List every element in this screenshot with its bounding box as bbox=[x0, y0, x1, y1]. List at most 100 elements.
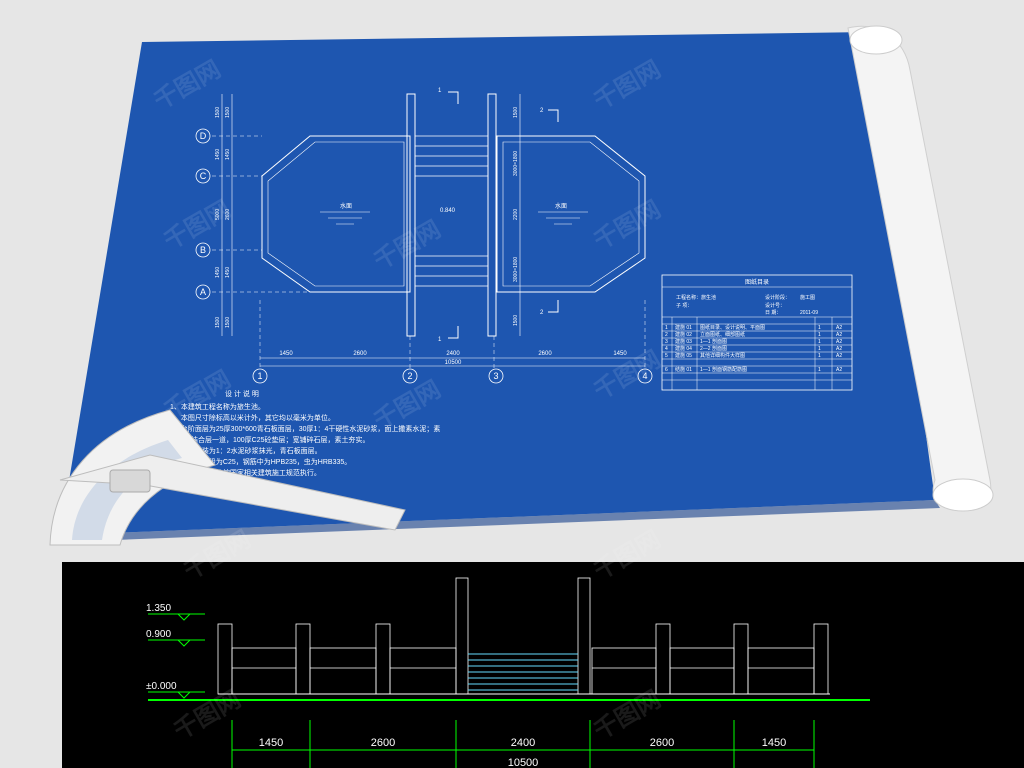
catalog-cell-name: 1—1 剖面钢筋配筋图 bbox=[700, 366, 747, 373]
cad-background bbox=[62, 562, 1024, 768]
plan-texts: 水面 水面 0.840 1 2 1 2 bbox=[340, 88, 567, 343]
stairs bbox=[468, 653, 578, 691]
cad-panel: 1.350 0.900 ±0.000 bbox=[62, 562, 1024, 768]
catalog-cell-code: 结施 01 bbox=[675, 366, 692, 373]
elev-dim: 2600 bbox=[371, 737, 395, 749]
left-dim: 2600 bbox=[225, 209, 231, 220]
bottom-dim: 1450 bbox=[279, 351, 293, 357]
notes-line: 水泥浆结合层一道，100厚C25砼垫层；宽铺碎石层，素土夯实。 bbox=[170, 435, 370, 444]
level-1350: 1.350 bbox=[146, 603, 171, 614]
catalog-cell-count: 1 bbox=[818, 346, 821, 352]
section-mark-label-4: 2 bbox=[540, 310, 544, 316]
catalog-project: 工程名称：旅生池 bbox=[676, 294, 716, 301]
catalog-cell-code: 建施 03 bbox=[675, 338, 692, 345]
grid-label-4: 4 bbox=[642, 371, 647, 381]
catalog-cell-no: 6 bbox=[665, 367, 668, 373]
left-dim: 1500 bbox=[225, 317, 231, 328]
blueprint-shadow bbox=[60, 500, 940, 542]
paper-roll bbox=[847, 25, 994, 512]
catalog-stage-label: 设计阶段： bbox=[765, 294, 790, 301]
catalog-cell-size: A2 bbox=[836, 346, 842, 352]
grid-lines bbox=[212, 135, 646, 370]
right-dim: 1500 bbox=[513, 315, 519, 326]
section-mark-label-2: 2 bbox=[540, 108, 544, 114]
catalog-date-label: 日 期： bbox=[765, 310, 781, 316]
bridge-rail-left bbox=[406, 93, 416, 337]
catalog-date-value: 2011-09 bbox=[800, 310, 818, 316]
left-dim: 5000 bbox=[215, 209, 221, 220]
catalog-cell-no: 3 bbox=[665, 339, 668, 345]
left-dim: 1500 bbox=[225, 107, 231, 118]
right-dim: 3000=1800 bbox=[513, 151, 519, 176]
catalog-cell-code: 建施 02 bbox=[675, 331, 692, 338]
catalog-cell-code: 建施 01 bbox=[675, 324, 692, 331]
grid-label-a: A bbox=[200, 287, 206, 297]
catalog-cell-count: 1 bbox=[818, 332, 821, 338]
plan-drawing bbox=[212, 91, 646, 370]
catalog-title: 图纸目录 bbox=[745, 278, 769, 286]
grid-row-bubbles bbox=[195, 128, 211, 300]
elev-total: 10500 bbox=[508, 757, 539, 768]
grid-label-1: 1 bbox=[257, 371, 262, 381]
catalog-cell-name: 1—1 剖面图 bbox=[700, 338, 727, 345]
elev-dim: 2400 bbox=[511, 737, 535, 749]
catalog-cell-code: 建施 05 bbox=[675, 352, 692, 359]
section-mark-label-1: 1 bbox=[438, 88, 442, 94]
grid-label-d: D bbox=[200, 131, 207, 141]
railing-left bbox=[217, 623, 457, 695]
grid-row-labels: D C B A bbox=[200, 131, 207, 297]
notes-line: 2、本图尺寸除标高以米计外，其它均以毫米为单位。 bbox=[170, 413, 335, 422]
notes-line: 3、台阶面层为25厚300*600青石板面层，30厚1：4干硬性水泥砂浆，面上撒… bbox=[170, 424, 440, 433]
section-mark-2-top bbox=[548, 109, 559, 122]
bridge-steps bbox=[415, 135, 488, 287]
catalog-cell-size: A2 bbox=[836, 325, 842, 331]
notes-line: 5、砼强度等级为C25，钢筋中为HPB235，虫为HRB335。 bbox=[170, 457, 351, 466]
left-dim: 1500 bbox=[215, 317, 221, 328]
catalog-stage-value: 施工图 bbox=[800, 294, 815, 301]
catalog-cell-size: A2 bbox=[836, 339, 842, 345]
bottom-dim: 1450 bbox=[613, 351, 627, 357]
catalog-cell-size: A2 bbox=[836, 332, 842, 338]
catalog-cell-name: 其他详细构件大样图 bbox=[700, 352, 745, 359]
drawing-catalog: 图纸目录 工程名称：旅生池 子 项： 设计阶段： 施工图 设计号： 日 期： 2… bbox=[661, 274, 853, 391]
water-label-left: 水面 bbox=[340, 202, 352, 210]
grid-label-3: 3 bbox=[493, 371, 498, 381]
notes-title: 设 计 说 明 bbox=[225, 389, 259, 398]
bottom-dim: 2600 bbox=[353, 351, 367, 357]
bridge-rail-right bbox=[487, 93, 497, 337]
catalog-no-label: 设计号： bbox=[765, 302, 785, 309]
catalog-cell-no: 2 bbox=[665, 332, 668, 338]
pond-right-outline bbox=[496, 135, 646, 293]
catalog-frame bbox=[661, 274, 853, 391]
protractor bbox=[49, 409, 406, 546]
elev-dim: 1450 bbox=[259, 737, 283, 749]
water-label-right: 水面 bbox=[555, 202, 567, 210]
catalog-subitem: 子 项： bbox=[676, 302, 692, 309]
left-dim: 1450 bbox=[215, 149, 221, 160]
column-right bbox=[577, 577, 591, 695]
right-dimensions: 1500 3000=1800 2200 3000=1800 1500 bbox=[513, 107, 519, 326]
grid-col-labels: 1 2 3 4 bbox=[257, 371, 647, 381]
level-mark: 0.840 bbox=[440, 208, 456, 214]
catalog-cell-size: A2 bbox=[836, 367, 842, 373]
right-dim: 2200 bbox=[513, 209, 519, 220]
grid-label-2: 2 bbox=[407, 371, 412, 381]
bottom-dimensions: 1450 2600 2400 2600 1450 10500 bbox=[279, 351, 627, 366]
catalog-cell-name: 图纸目录、设计说明、平面图 bbox=[700, 324, 765, 331]
catalog-cell-count: 1 bbox=[818, 339, 821, 345]
section-mark-label-3: 1 bbox=[438, 337, 442, 343]
catalog-cell-no: 4 bbox=[665, 346, 668, 352]
pond-right-inner bbox=[502, 141, 640, 287]
pond-left-inner bbox=[267, 141, 405, 287]
left-dim: 1450 bbox=[225, 267, 231, 278]
notes-line: 4、桥面铺装为1：2水泥砂浆抹光，青石板面层。 bbox=[170, 446, 322, 455]
level-0: ±0.000 bbox=[146, 681, 177, 692]
right-dim: 3000=1800 bbox=[513, 257, 519, 282]
water-symbol-right bbox=[538, 211, 588, 225]
catalog-cell-no: 1 bbox=[665, 325, 668, 331]
section-mark-1-top bbox=[448, 91, 459, 104]
bottom-dim: 2400 bbox=[446, 351, 460, 357]
catalog-cell-count: 1 bbox=[818, 353, 821, 359]
